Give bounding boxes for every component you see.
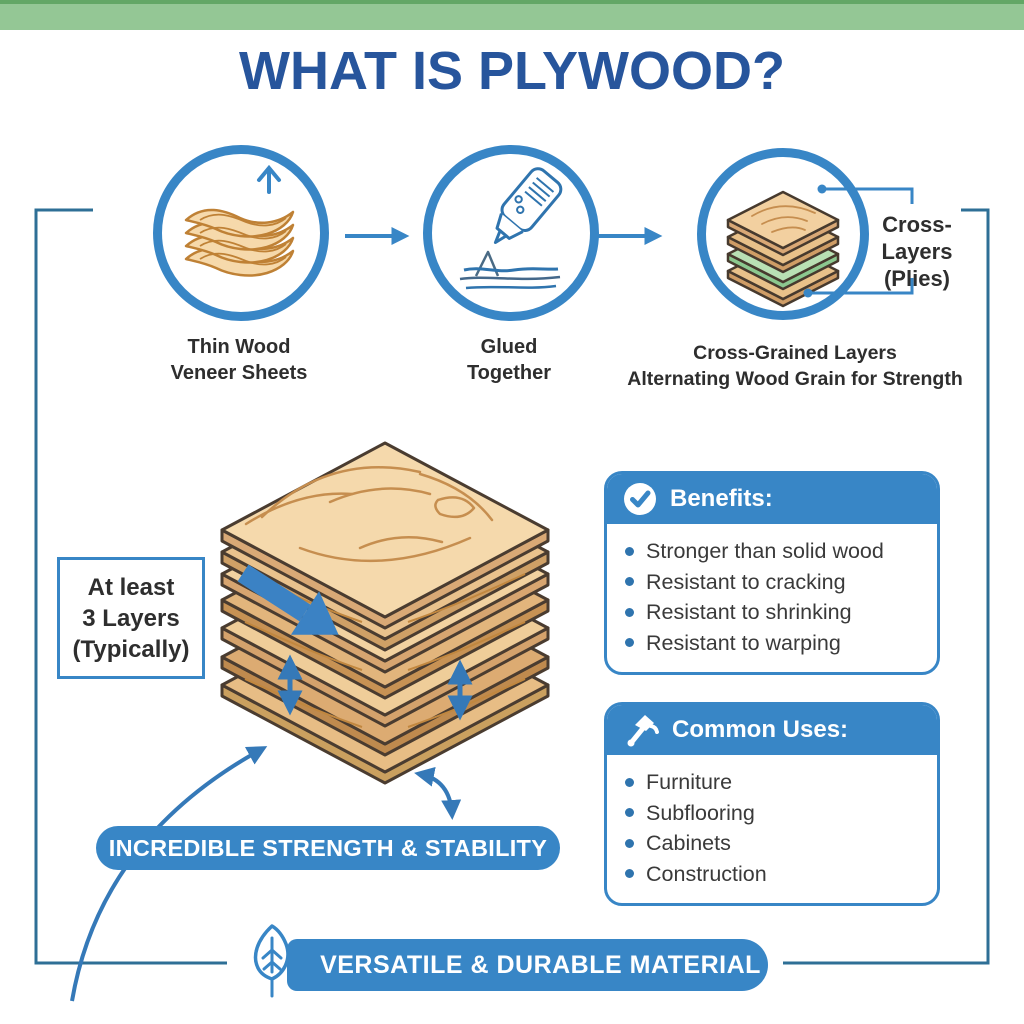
list-item: Subflooring xyxy=(625,798,927,829)
veneer-sheets-icon xyxy=(184,164,295,277)
bullet-dot xyxy=(625,808,634,818)
bullet-dot xyxy=(625,577,634,587)
list-item: Stronger than solid wood xyxy=(625,536,927,567)
step-label-veneer: Thin Wood Veneer Sheets xyxy=(170,336,308,384)
common-uses-box: Common Uses: Furniture Subflooring Cabin… xyxy=(604,702,940,906)
list-item-label: Construction xyxy=(646,861,767,886)
layers-note-box: At least 3 Layers (Typically) xyxy=(57,557,205,679)
common-uses-list: Furniture Subflooring Cabinets Construct… xyxy=(607,755,937,903)
top-green-banner xyxy=(0,0,1024,30)
grain-direction-arrow-icon xyxy=(237,564,339,635)
leaf-icon xyxy=(253,924,290,998)
list-item: Resistant to cracking xyxy=(625,567,927,598)
footer-banner: VERSATILE & DURABLE MATERIAL xyxy=(287,939,768,991)
flex-arrow-icon xyxy=(414,766,462,820)
step-label-glued: Glued Together xyxy=(466,336,552,384)
benefits-title: Benefits: xyxy=(670,485,773,512)
benefits-list: Stronger than solid wood Resistant to cr… xyxy=(607,524,937,672)
cross-layers-icon xyxy=(726,190,840,308)
benefits-box: Benefits: Stronger than solid wood Resis… xyxy=(604,471,940,675)
up-arrow-icon xyxy=(257,164,281,194)
layer-spacing-arrows-icon xyxy=(277,654,473,721)
step-circle-veneer xyxy=(153,145,329,321)
glue-bottle-icon xyxy=(459,167,563,290)
common-uses-title: Common Uses: xyxy=(672,716,849,743)
page-title: WHAT IS PLYWOOD? xyxy=(239,41,785,101)
list-item-label: Subflooring xyxy=(646,800,755,825)
bullet-dot xyxy=(625,777,634,787)
list-item: Resistant to warping xyxy=(625,628,927,659)
bullet-dot xyxy=(625,869,634,879)
bullet-dot xyxy=(625,838,634,848)
cross-layers-callout: Cross- Layers (Plies) xyxy=(881,212,953,291)
hammer-icon xyxy=(627,715,659,747)
step-circle-cross-layers xyxy=(697,148,869,320)
check-circle-icon xyxy=(624,483,656,515)
strength-caption-pill: INCREDIBLE STRENGTH & STABILITY xyxy=(96,826,560,870)
list-item-label: Resistant to warping xyxy=(646,630,841,655)
list-item-label: Resistant to shrinking xyxy=(646,600,852,624)
step-circle-glue xyxy=(423,145,599,321)
frame-lines-icon xyxy=(34,208,990,965)
leaf-badge xyxy=(243,922,301,1000)
list-item: Construction xyxy=(625,859,927,890)
list-item-label: Cabinets xyxy=(646,831,731,855)
list-item: Resistant to shrinking xyxy=(625,597,927,628)
plywood-stack-icon xyxy=(220,441,550,785)
bullet-dot xyxy=(625,546,634,556)
benefits-header: Benefits: xyxy=(607,474,937,524)
list-item: Furniture xyxy=(625,767,927,798)
list-item: Cabinets xyxy=(625,828,927,859)
bullet-dot xyxy=(625,607,634,617)
wood-grain-icon xyxy=(244,466,494,563)
list-item-label: Furniture xyxy=(646,770,733,794)
bullet-dot xyxy=(625,638,634,648)
list-item-label: Stronger than solid wood xyxy=(646,539,884,563)
list-item-label: Resistant to cracking xyxy=(646,569,846,594)
common-uses-header: Common Uses: xyxy=(607,705,937,755)
step-label-cross-grained: Cross-Grained Layers Alternating Wood Gr… xyxy=(627,342,963,390)
